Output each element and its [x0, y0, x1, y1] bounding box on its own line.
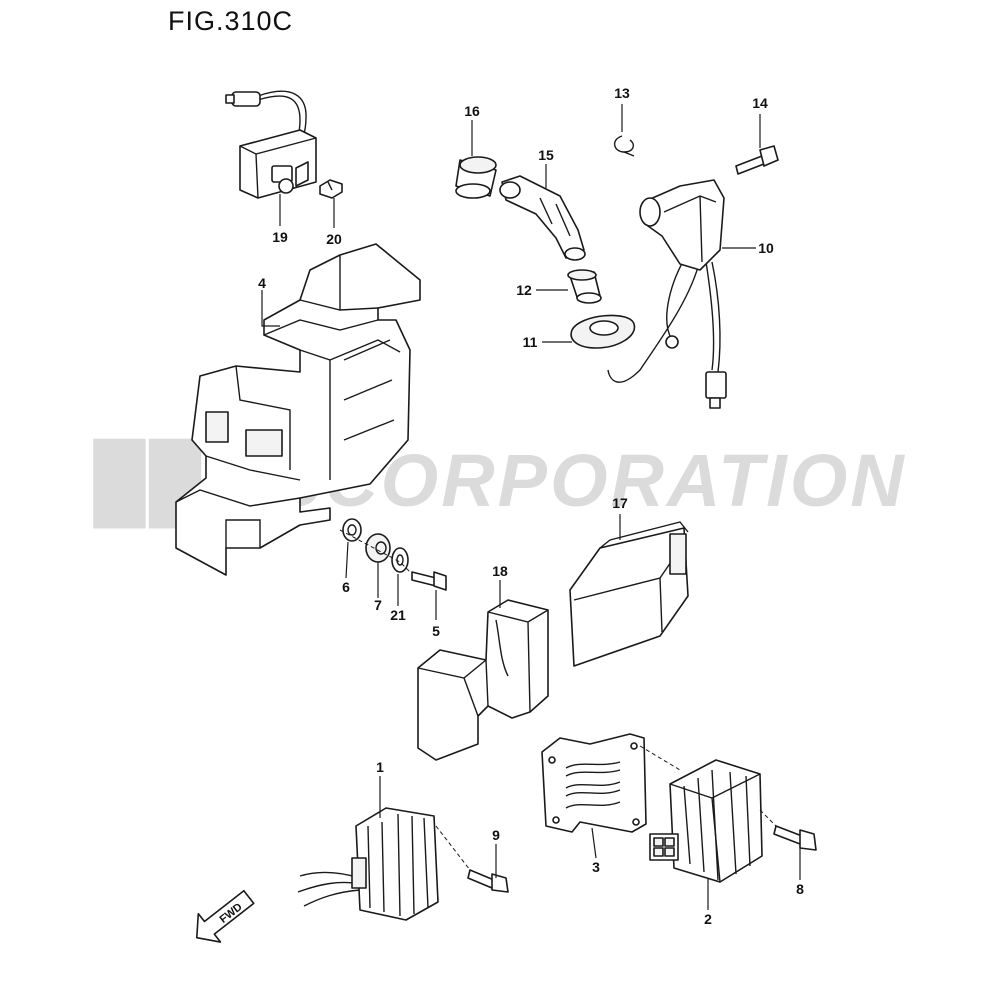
part-19-relay	[225, 90, 317, 199]
part-9-bolt	[467, 869, 509, 893]
callout-11: 11	[523, 334, 538, 350]
part-8-bolt	[773, 825, 817, 851]
callout-7: 7	[374, 597, 382, 613]
callout-2: 2	[704, 911, 712, 927]
callout-10: 10	[758, 240, 774, 256]
part-14-bolt	[735, 145, 779, 175]
callout-leaders	[261, 104, 801, 910]
part-20-bolt	[319, 179, 343, 199]
part-12-grommet	[567, 269, 602, 304]
callout-18: 18	[492, 563, 508, 579]
callout-19: 19	[272, 229, 288, 245]
callout-16: 16	[464, 103, 480, 119]
part-21-washer	[391, 547, 409, 573]
part-10-ignition-coil	[607, 179, 727, 409]
fwd-arrow-icon: FWD	[195, 889, 255, 943]
callout-17: 17	[612, 495, 628, 511]
part-4-box-bracket	[175, 243, 421, 576]
callout-5: 5	[432, 623, 440, 639]
callout-21: 21	[390, 607, 406, 623]
callout-8: 8	[796, 881, 804, 897]
callout-6: 6	[342, 579, 350, 595]
alignment-lines	[339, 529, 777, 871]
part-7-collar	[365, 533, 391, 563]
part-3-plate	[541, 733, 647, 833]
part-5-bolt	[411, 571, 447, 591]
part-15-boot	[499, 175, 586, 261]
callout-numbers: 1 2 3 4 5 6 7 8 9 10 11 12 13 14 15 16 1…	[258, 85, 804, 927]
callout-4: 4	[258, 275, 266, 291]
part-16-cap	[455, 156, 497, 199]
part-1-rectifier	[297, 807, 439, 921]
callout-1: 1	[376, 759, 384, 775]
callout-3: 3	[592, 859, 600, 875]
part-2-regulator	[649, 759, 763, 883]
part-18-holder	[417, 599, 549, 761]
callout-15: 15	[538, 147, 554, 163]
part-11-seal	[570, 314, 636, 349]
figure-title: FIG.310C	[168, 6, 294, 36]
callout-20: 20	[326, 231, 342, 247]
part-17-cdi-unit	[569, 521, 689, 667]
callout-9: 9	[492, 827, 500, 843]
callout-14: 14	[752, 95, 768, 111]
part-6-grommet	[342, 518, 362, 542]
callout-13: 13	[614, 85, 630, 101]
callout-12: 12	[516, 282, 532, 298]
part-13-clip	[614, 135, 635, 157]
